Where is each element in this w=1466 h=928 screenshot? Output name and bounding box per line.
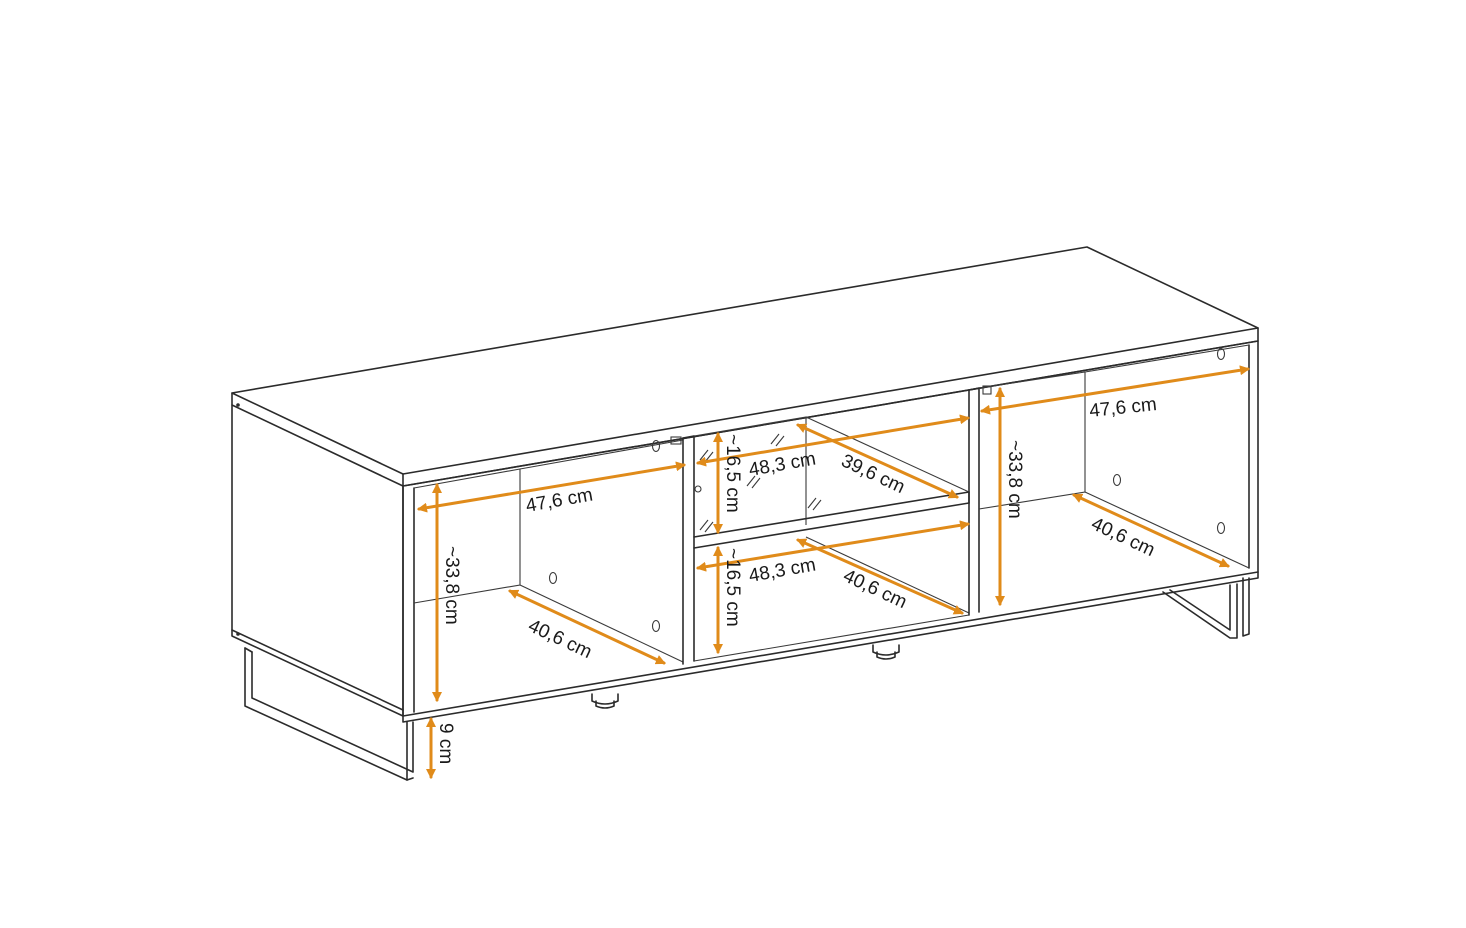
dimension-arrows (417, 365, 1250, 779)
right-depth-arrow (1072, 493, 1230, 568)
leg-height-label: 9 cm (435, 723, 456, 764)
mid-bottom-depth-arrow (796, 538, 964, 615)
right-width-arrow (980, 365, 1250, 415)
mid-top-height-label: ~16,5 cm (722, 434, 743, 513)
right-height-label: ~33,8 cm (1004, 440, 1025, 519)
left-depth-arrow (508, 589, 666, 665)
left-sled-leg (244, 647, 414, 781)
right-sled-leg (1162, 577, 1250, 639)
left-height-label: ~33,8 cm (441, 546, 462, 625)
left-width-arrow (417, 461, 686, 513)
mid-top-depth-arrow (796, 423, 959, 499)
left-depth-label: 40,6 cm (525, 615, 595, 663)
top-panel (231, 246, 1259, 475)
mid-bottom-height-label: ~16,5 cm (722, 548, 743, 627)
cabinet-drawing (231, 246, 1259, 781)
right-width-label: 47,6 cm (1088, 394, 1157, 422)
